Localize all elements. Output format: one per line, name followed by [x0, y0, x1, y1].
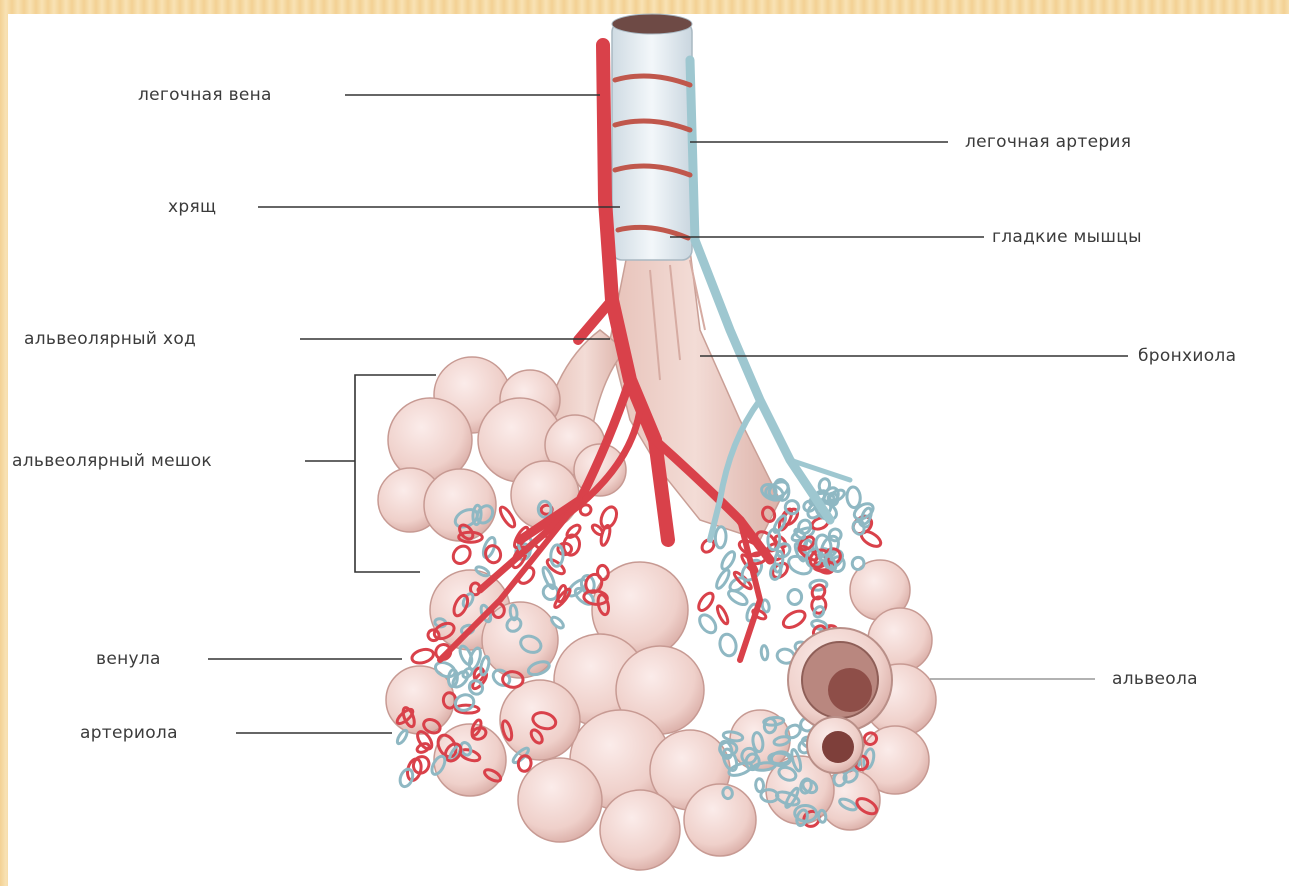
capillary-loop: [398, 767, 415, 788]
alveolus: [518, 758, 602, 842]
alveolus: [500, 680, 580, 760]
capillary-loop: [565, 523, 582, 540]
capillary-loop: [784, 499, 800, 515]
capillary-loop: [696, 612, 719, 636]
label-pulmonary-artery: легочная артерия: [965, 132, 1131, 152]
capillary-loop: [715, 526, 727, 548]
capillary-loop: [696, 591, 716, 613]
alveolus: [684, 784, 756, 856]
cartilage-rings: [612, 14, 692, 260]
capillary-loop: [718, 633, 738, 658]
capillary-loop: [818, 478, 831, 493]
label-pulmonary-vein: легочная вена: [138, 85, 272, 105]
capillary-loop: [846, 486, 861, 508]
capillary-loop: [726, 588, 749, 607]
capillary-loop: [755, 778, 764, 792]
label-alveola: альвеола: [1112, 669, 1198, 689]
capillary-loop: [396, 729, 409, 745]
capillary-loop: [719, 550, 737, 572]
label-alveolar-duct: альвеолярный ход: [24, 329, 196, 349]
label-arteriole: артериола: [80, 723, 178, 743]
label-smooth-muscles: гладкие мышцы: [992, 227, 1142, 247]
capillary-loop: [797, 518, 813, 535]
capillary-loop: [781, 608, 808, 631]
alveolus: [600, 790, 680, 870]
capillary-loop: [410, 647, 435, 665]
capillary-loop: [851, 520, 866, 537]
capillary-loop: [450, 669, 470, 690]
label-bronchiole: бронхиола: [1138, 346, 1236, 366]
capillary-loop: [596, 565, 609, 581]
capillary-loop: [484, 544, 503, 565]
capillary-loop: [788, 589, 802, 604]
capillary-loop: [761, 645, 769, 660]
capillary-loop: [715, 605, 729, 625]
label-venule: венула: [96, 649, 161, 669]
capillary-loop: [450, 543, 474, 567]
label-cartilage: хрящ: [168, 197, 216, 217]
label-alveolar-sac: альвеолярный мешок: [12, 451, 212, 471]
